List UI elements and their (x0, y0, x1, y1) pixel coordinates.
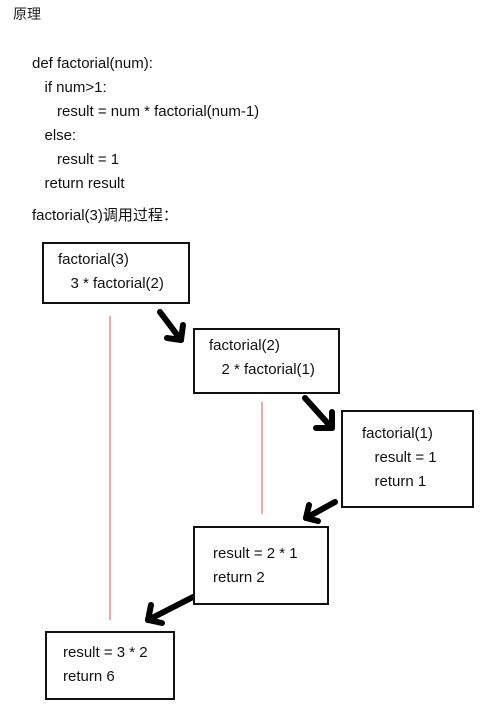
box-line: result = 3 * 2 (63, 644, 148, 661)
code-line: result = 1 (32, 151, 120, 168)
diagram-caption: factorial(3)调用过程： (32, 207, 178, 224)
box-line: factorial(1) (362, 425, 433, 442)
code-line: else: (32, 127, 77, 144)
return-box-6: result = 3 * 2 return 6 (45, 631, 175, 700)
code-line: return result (32, 175, 125, 192)
return-box-2: result = 2 * 1 return 2 (193, 526, 329, 605)
return-arrow-2 (145, 594, 196, 626)
box-line: result = 1 (362, 449, 437, 466)
box-line: 2 * factorial(1) (209, 361, 315, 378)
code-line: result = num * factorial(num-1) (32, 103, 260, 120)
call-box-factorial-3: factorial(3) 3 * factorial(2) (42, 242, 190, 304)
code-line: if num>1: (32, 79, 107, 96)
code-line: def factorial(num): (32, 55, 153, 72)
box-line: return 2 (213, 569, 265, 586)
box-line: return 1 (362, 473, 427, 490)
box-line: 3 * factorial(2) (58, 275, 164, 292)
box-line: result = 2 * 1 (213, 545, 298, 562)
call-box-factorial-1: factorial(1) result = 1 return 1 (341, 410, 474, 508)
box-line: factorial(3) (58, 251, 129, 268)
call-arrow-2 (302, 395, 335, 431)
call-box-factorial-2: factorial(2) 2 * factorial(1) (193, 328, 340, 394)
page-heading: 原理 (13, 6, 41, 22)
return-arrow-1 (303, 499, 338, 524)
code-block: def factorial(num): if num>1: result = n… (32, 52, 259, 196)
box-line: factorial(2) (209, 337, 280, 354)
box-line: return 6 (63, 668, 115, 685)
call-arrow-1 (157, 309, 186, 343)
